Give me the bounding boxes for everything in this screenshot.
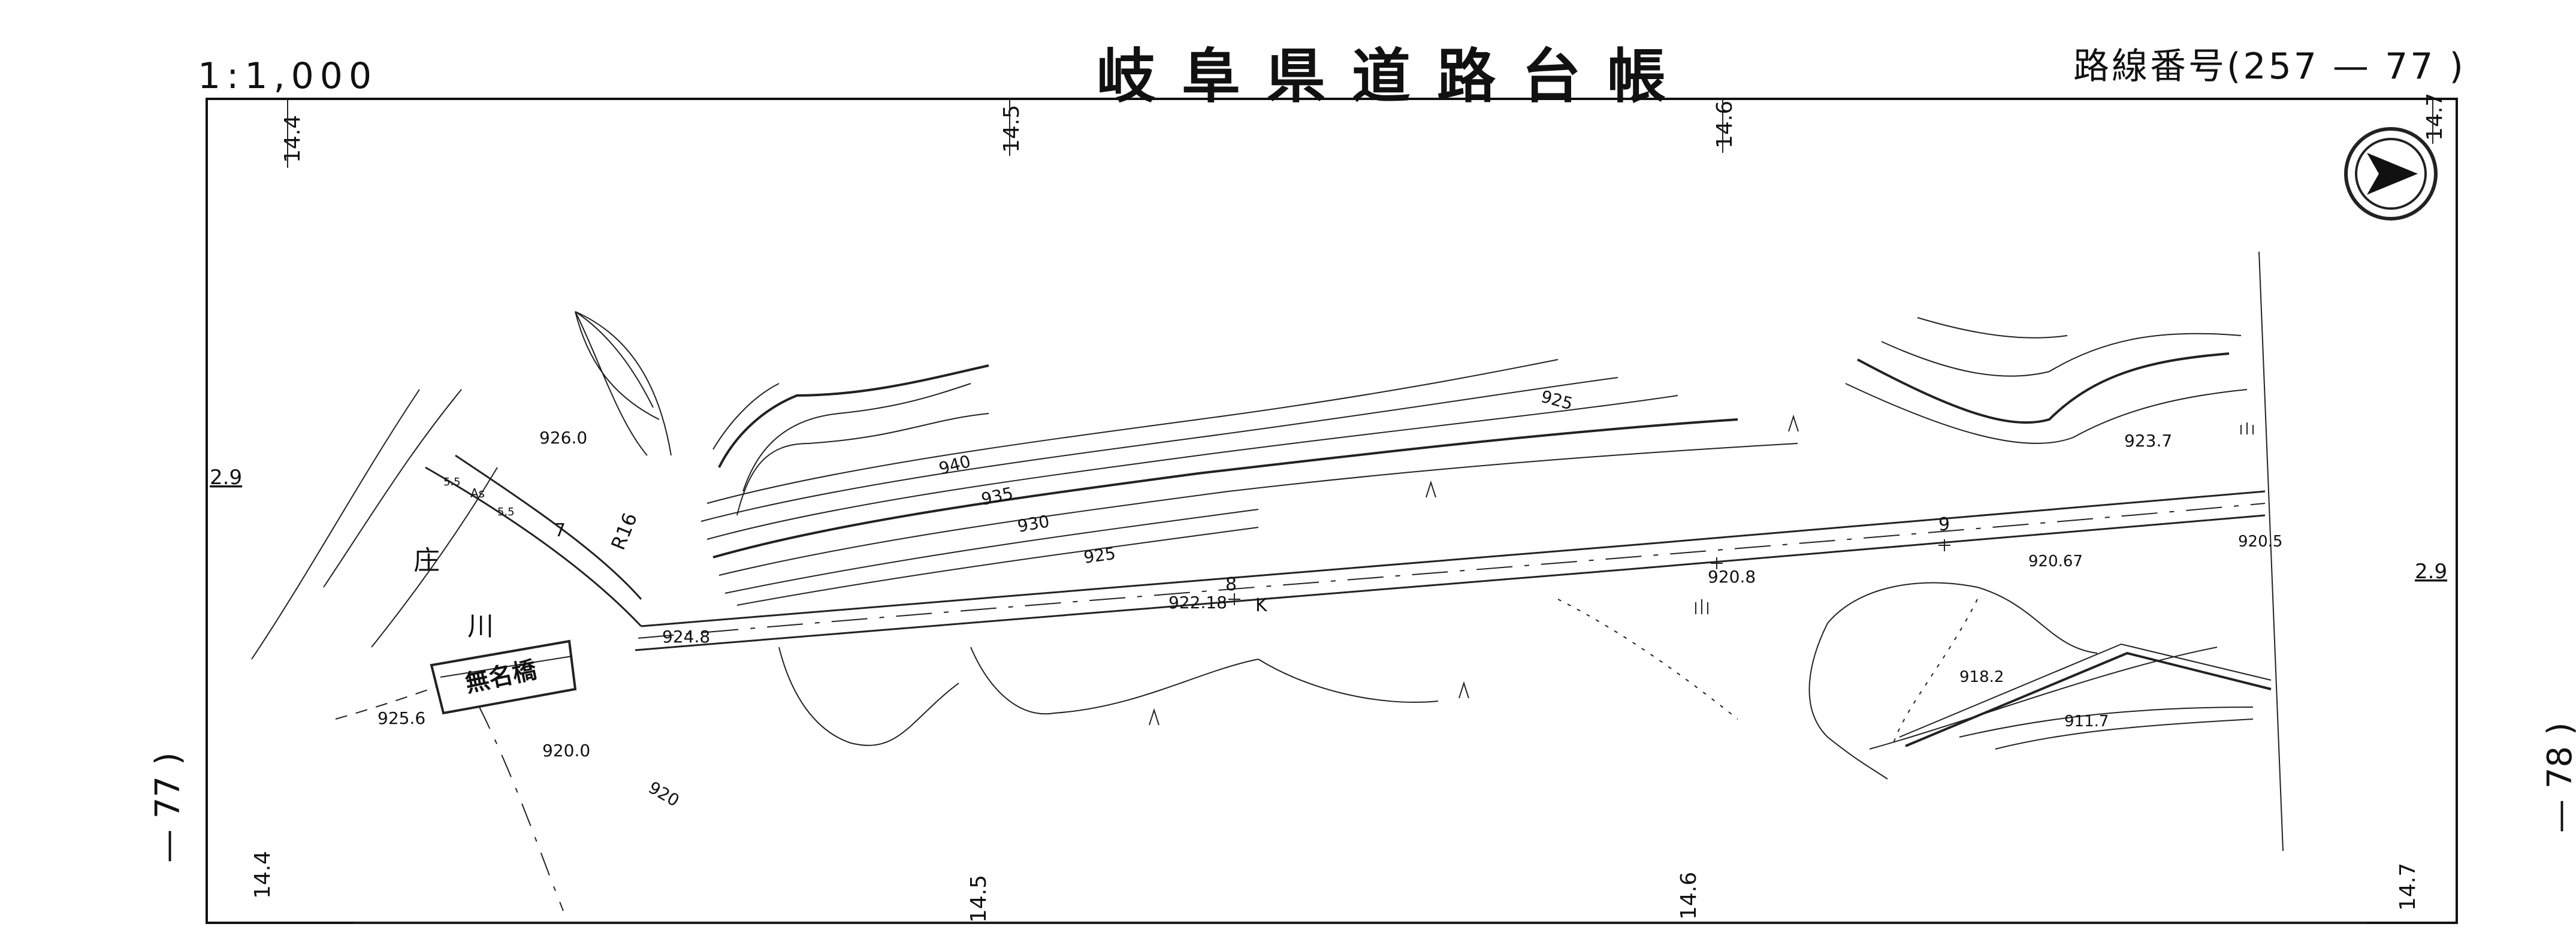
elev-911-7: 911.7 — [2064, 712, 2109, 730]
grid-label-bottom-2: 14.5 — [967, 875, 991, 923]
contour-label-930: 930 — [1016, 511, 1050, 536]
grid-label-left: 2.9 — [210, 466, 242, 490]
bridge-label-r16: R16 — [606, 509, 642, 553]
grid-label-top-4: 14.7 — [2423, 93, 2447, 141]
elev-920-67: 920.67 — [2028, 552, 2083, 570]
station-8: 8 — [1225, 574, 1237, 595]
north-arrow-icon — [2344, 127, 2438, 221]
elev-923-7: 923.7 — [2124, 431, 2172, 451]
grid-label-top-1: 14.4 — [280, 115, 305, 163]
elev-925-6: 925.6 — [378, 708, 425, 728]
grid-label-top-3: 14.6 — [1713, 101, 1737, 149]
side-road — [425, 454, 642, 627]
road — [635, 490, 2266, 651]
elev-920-8: 920.8 — [1708, 567, 1756, 587]
station-k: K — [1255, 595, 1268, 616]
elev-922-18: 922.18 — [1168, 593, 1227, 612]
bridge-label-55a: 5.5 — [443, 476, 461, 488]
bridge-label-as: As — [470, 486, 485, 500]
contour-label-925-east: 925 — [1539, 387, 1575, 414]
vegetation-symbols — [1149, 414, 2254, 726]
grid-label-right: 2.9 — [2415, 560, 2447, 584]
terrain-lines-south — [778, 251, 2284, 852]
grid-label-bottom-3: 14.6 — [1677, 872, 1701, 920]
elev-920-5: 920.5 — [2238, 533, 2282, 551]
bridge: 無名橋 R16 As 5.5 5.5 — [430, 476, 642, 715]
elev-920-0: 920.0 — [542, 741, 590, 760]
grid-label-bottom-4: 14.7 — [2396, 863, 2420, 911]
map-frame — [206, 98, 2458, 924]
grid-label-bottom-1: 14.4 — [250, 851, 275, 899]
route-number: 路線番号(257 — 77 ) — [2073, 46, 2466, 87]
contour-label-935: 935 — [980, 483, 1015, 509]
station-9: 9 — [1938, 514, 1950, 535]
map-scale: 1:1,000 — [198, 55, 378, 97]
elev-918-2: 918.2 — [1959, 668, 2004, 686]
survey-cross — [1228, 539, 1950, 605]
slope-hatch — [575, 311, 672, 456]
grid-label-top-2: 14.5 — [999, 105, 1024, 153]
elev-926-0: 926.0 — [539, 428, 587, 448]
river-name-1: 庄 — [413, 545, 440, 576]
contour-lines-east — [1845, 317, 2248, 444]
contour-label-925: 925 — [1082, 544, 1117, 567]
bridge-label-55b: 5.5 — [497, 506, 515, 518]
contour-label-920: 920 — [645, 777, 683, 810]
river-name-2: 川 — [467, 611, 494, 642]
contour-lines — [700, 359, 1798, 606]
station-7: 7 — [554, 520, 566, 541]
elev-924-8: 924.8 — [662, 627, 710, 647]
